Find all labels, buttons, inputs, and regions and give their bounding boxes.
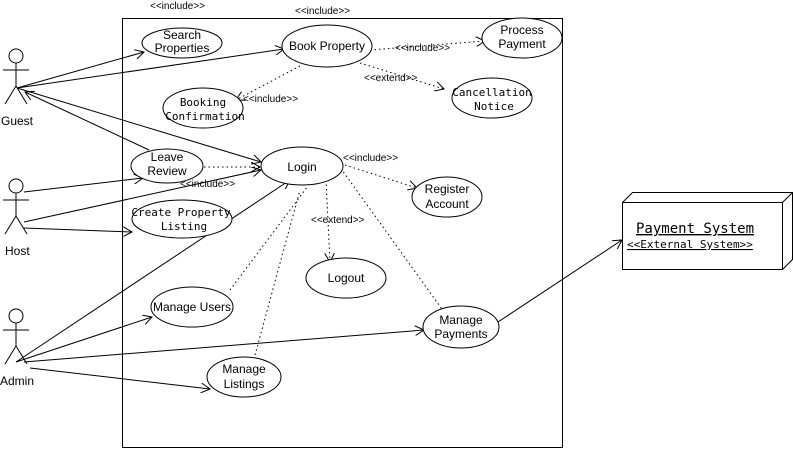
usecase-manage-users[interactable]: Manage Users [150, 286, 234, 328]
usecase-search-properties[interactable]: Search Properties [141, 27, 223, 59]
usecase-cancellation-notice[interactable]: Cancellation Notice [451, 77, 533, 119]
svg-text:Booking: Booking [180, 96, 226, 109]
usecase-create-property-listing[interactable]: Create Property Listing [131, 199, 233, 239]
svg-text:Logout: Logout [328, 271, 365, 285]
extend-label-book-cancel: <<extend>> [364, 73, 418, 84]
include-label-top-left: <<include>> [150, 1, 205, 12]
svg-text:Listings: Listings [224, 377, 265, 391]
svg-text:Book Property: Book Property [289, 39, 365, 53]
svg-text:Manage Users: Manage Users [153, 300, 231, 314]
associations [15, 49, 622, 389]
external-system-stereotype: <<External System>> [627, 238, 753, 251]
extend-label-login-logout: <<extend>> [311, 215, 365, 226]
usecase-leave-review[interactable]: Leave Review [130, 148, 204, 184]
actor-host[interactable]: Host [3, 178, 30, 258]
svg-text:Account: Account [425, 197, 469, 211]
svg-text:Leave: Leave [151, 150, 184, 164]
actor-guest[interactable]: Guest [1, 48, 34, 128]
svg-text:Login: Login [287, 160, 316, 174]
svg-text:Confirmation: Confirmation [165, 110, 244, 123]
system-boundary [122, 18, 563, 448]
usecase-register-account[interactable]: Register Account [411, 176, 483, 218]
usecase-booking-confirmation[interactable]: Booking Confirmation [162, 87, 245, 129]
svg-text:Search: Search [163, 28, 201, 42]
svg-text:Payments: Payments [434, 327, 487, 341]
svg-text:Create Property: Create Property [131, 206, 231, 219]
include-label-review-login: <<include>> [180, 179, 235, 190]
usecase-manage-listings[interactable]: Manage Listings [206, 356, 282, 398]
usecase-manage-payments[interactable]: Manage Payments [422, 305, 500, 349]
svg-text:Payment: Payment [498, 37, 546, 51]
svg-text:Manage: Manage [222, 362, 266, 376]
include-label-top-center: <<include>> [295, 6, 350, 17]
include-label-login-register: <<include>> [343, 153, 398, 164]
include-label-book-confirm: <<include>> [243, 94, 298, 105]
actor-admin[interactable]: Admin [0, 308, 34, 388]
svg-text:Listing: Listing [161, 220, 207, 233]
usecase-book-property[interactable]: Book Property [281, 24, 373, 68]
include-label-book-payment: <<include>> [395, 43, 450, 54]
svg-text:Properties: Properties [155, 41, 210, 55]
svg-text:Review: Review [147, 164, 187, 178]
svg-text:Process: Process [500, 23, 543, 37]
usecase-login[interactable]: Login [260, 146, 344, 186]
svg-text:Notice: Notice [474, 100, 514, 113]
svg-text:Register: Register [425, 182, 470, 196]
usecase-logout[interactable]: Logout [305, 257, 387, 299]
dependencies [204, 41, 485, 356]
external-payment-system[interactable]: Payment System <<External System>> [622, 192, 793, 270]
actor-guest-label: Guest [1, 114, 34, 128]
actor-host-label: Host [5, 244, 30, 258]
external-system-name: Payment System [636, 221, 754, 237]
svg-text:Cancellation: Cancellation [452, 86, 531, 99]
svg-text:Manage: Manage [439, 313, 483, 327]
actor-admin-label: Admin [0, 374, 34, 388]
usecase-process-payment[interactable]: Process Payment [481, 17, 563, 59]
